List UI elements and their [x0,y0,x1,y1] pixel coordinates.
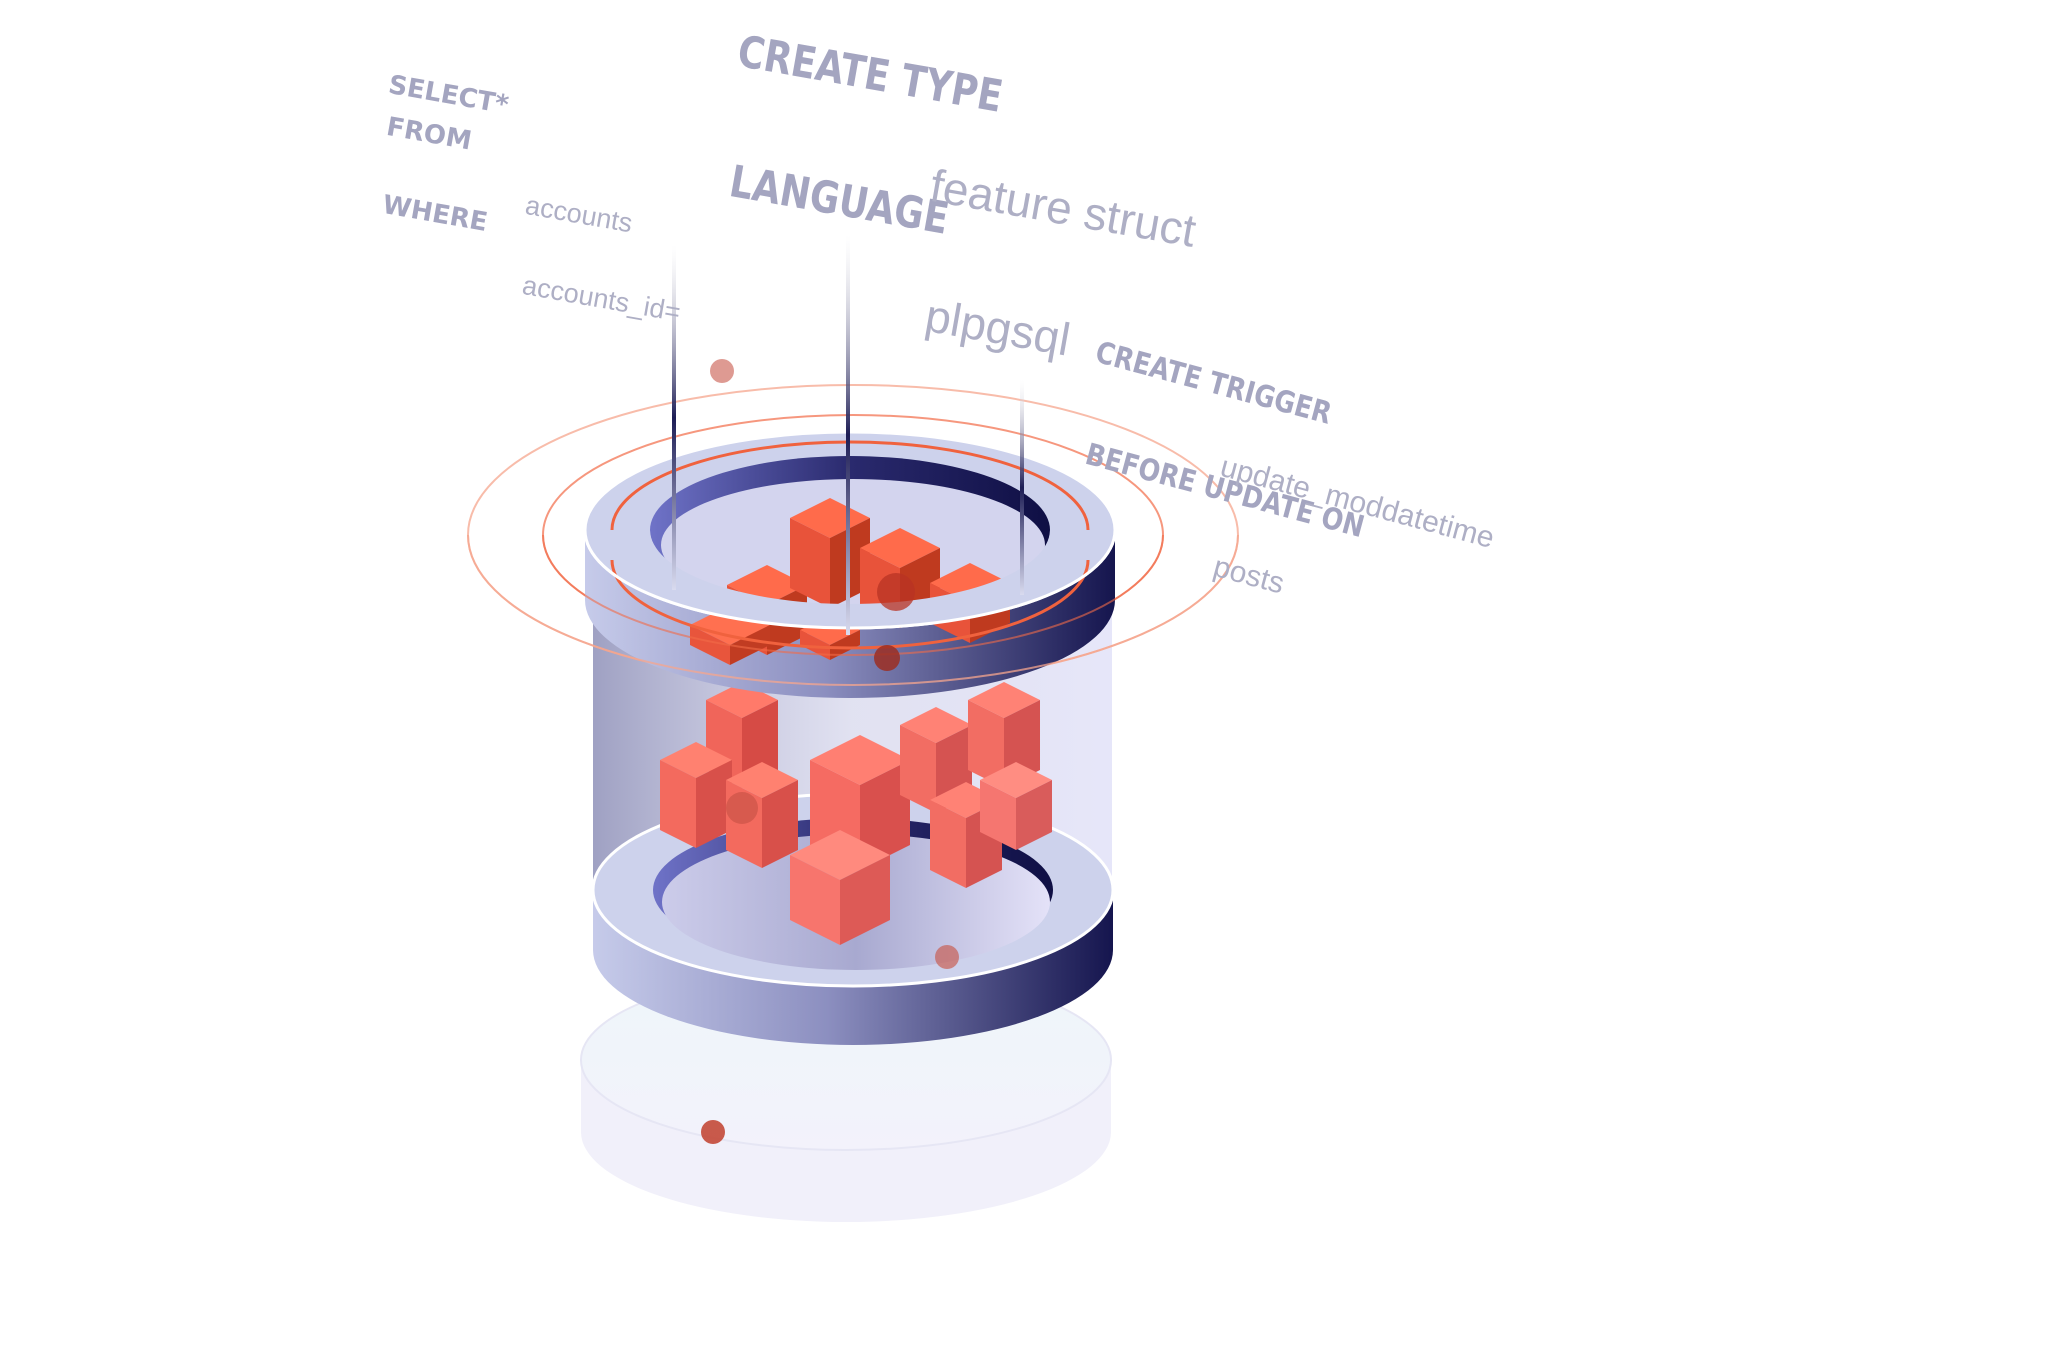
particle-dot [877,573,915,611]
particle-dot [726,792,758,824]
particle-dot [935,945,959,969]
orbit-front [467,534,1239,686]
particle-dot [874,645,900,671]
lower-cube-cluster [660,682,1052,945]
connector-lines [672,235,1024,635]
particles [701,359,959,1144]
particle-dot [710,359,734,383]
particle-dot [701,1120,725,1144]
